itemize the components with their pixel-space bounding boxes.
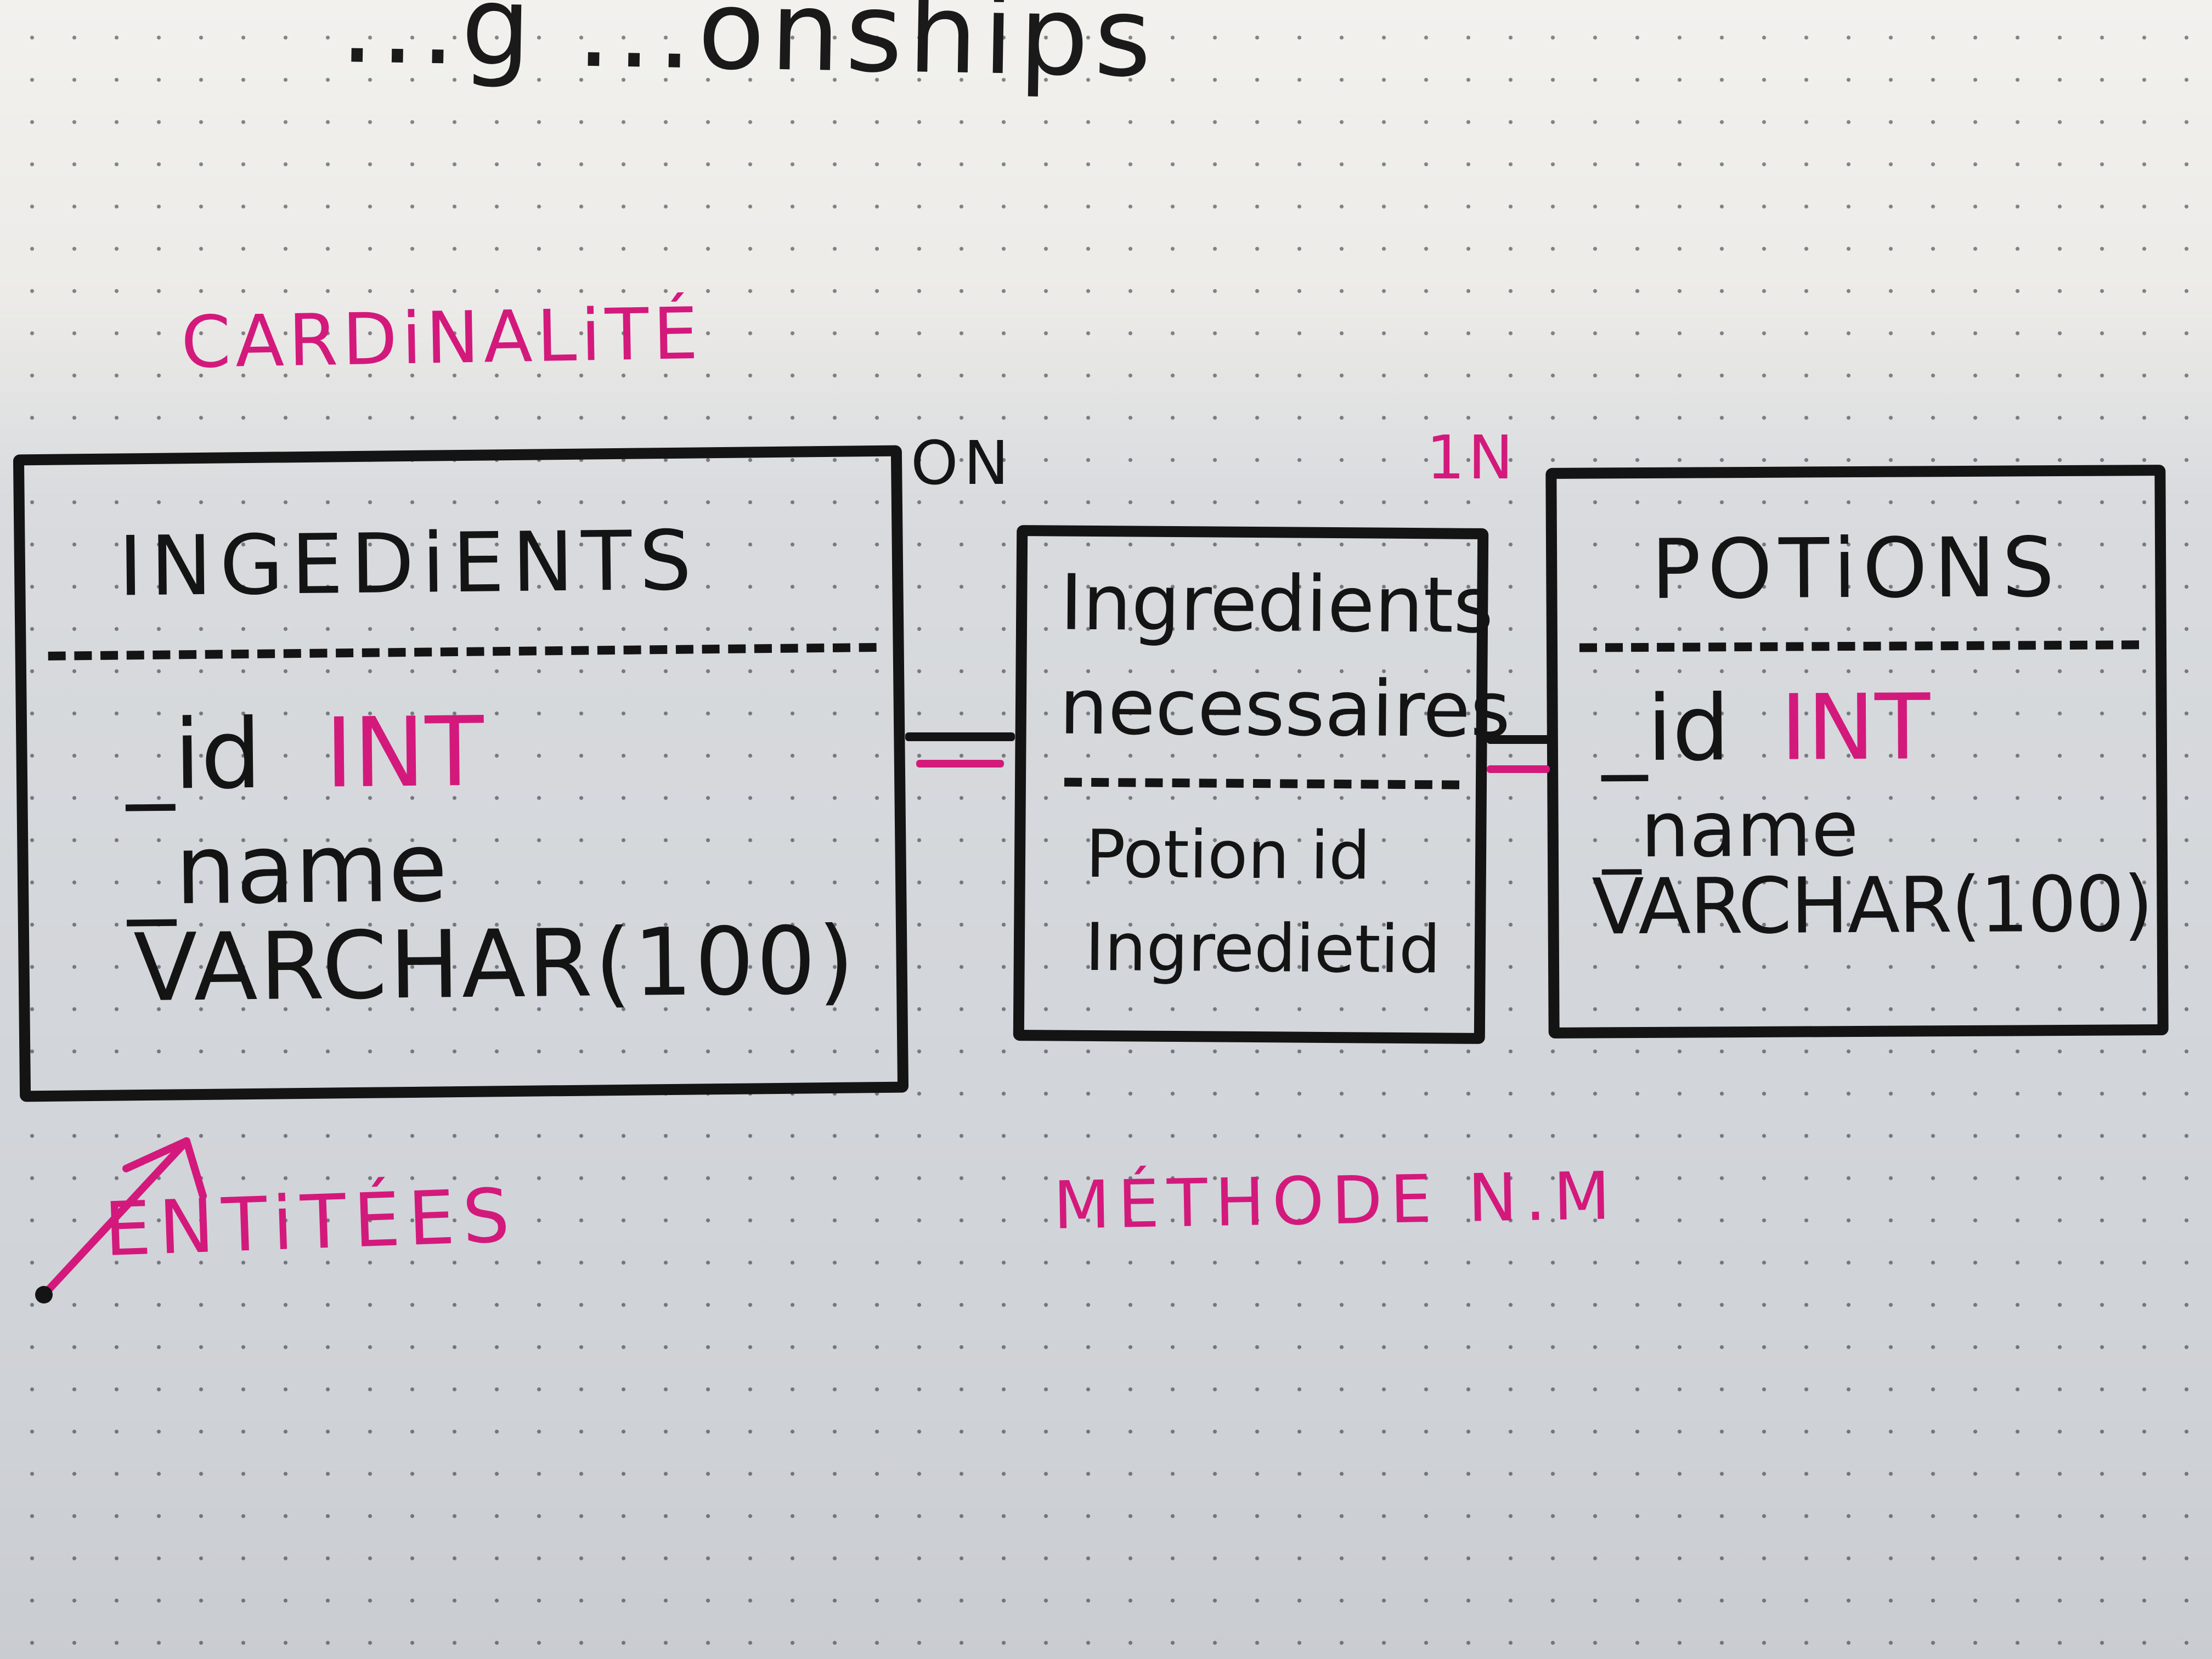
entity-association: Ingredients necessaires Potion id Ingred… [1013, 525, 1511, 1044]
link-ingredients-association-accent [916, 760, 1004, 768]
attr-id: _id INT [126, 697, 484, 812]
page-heading-fragment: ...g ...onships [339, 0, 1158, 102]
cardinality-right: 1N [1426, 422, 1517, 493]
assoc-field-ingredient-id: Ingredietid [1085, 909, 1441, 989]
attr-name: _name [126, 812, 448, 927]
attr-id: _id INT [1601, 674, 1930, 781]
assoc-title-line1: Ingredients [1059, 558, 1494, 651]
entity-title: POTiONS [1651, 520, 2062, 618]
assoc-field-potion-id: Potion id [1085, 816, 1371, 895]
entities-label: ENTiTÉES [103, 1172, 519, 1273]
arrow-icon [35, 1137, 207, 1304]
attr-id-type: INT [324, 696, 484, 810]
link-association-potions-accent [1487, 765, 1550, 773]
method-label: MÉTHODE N.M [1052, 1158, 1619, 1244]
entity-title: INGEDiENTS [118, 513, 700, 615]
entity-divider [1064, 777, 1460, 789]
attr-id-name: _id [1601, 675, 1730, 782]
attr-id-type: INT [1780, 674, 1931, 781]
attr-id-name: _id [125, 698, 262, 812]
link-association-potions [1487, 735, 1550, 744]
attr-name-type: VARCHAR(100) [133, 906, 857, 1023]
entity-divider [1579, 640, 2140, 652]
assoc-title-line2: necessaires [1059, 662, 1511, 755]
attr-name-type: VARCHAR(100) [1592, 860, 2153, 952]
cardinality-left: ON [911, 428, 1014, 498]
entity-ingredients: INGEDiENTS _id INT _name VARCHAR(100) [13, 445, 909, 1102]
cardinality-label: CARDiNALiTÉ [180, 291, 703, 385]
link-ingredients-association [905, 732, 1015, 741]
entity-divider [48, 643, 877, 661]
entity-potions: POTiONS _id INT _name VARCHAR(100) [1545, 465, 2169, 1039]
